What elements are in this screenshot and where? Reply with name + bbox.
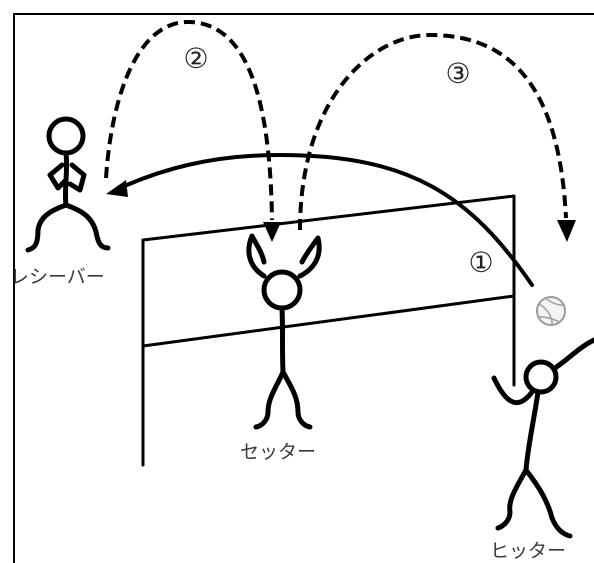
setter-figure (246, 233, 322, 430)
hitter-label: ヒッター (490, 540, 566, 562)
step-1-label: ① (468, 246, 493, 279)
receiver-label: レシーバー (10, 266, 105, 288)
arrowhead-1 (106, 180, 128, 197)
arrow-pass-1 (106, 152, 534, 287)
step-2-label: ② (183, 42, 208, 75)
hitter-head (523, 359, 559, 395)
receiver-figure (25, 116, 111, 253)
hitter-figure (491, 337, 594, 539)
volleyball-ball (536, 296, 566, 326)
setter-head (261, 269, 303, 311)
receiver-head (46, 116, 86, 156)
frame-border (13, 13, 594, 563)
setter-label: セッター (240, 441, 316, 463)
net-top-cord (141, 194, 516, 242)
arrow-pass-3 (298, 32, 576, 242)
net-bottom-cord (141, 294, 516, 348)
arrowhead-3 (557, 220, 576, 242)
arrow-pass-2 (104, 19, 281, 242)
step-3-label: ③ (445, 57, 470, 90)
arrowhead-2 (263, 222, 281, 242)
volleyball-net (141, 194, 516, 467)
